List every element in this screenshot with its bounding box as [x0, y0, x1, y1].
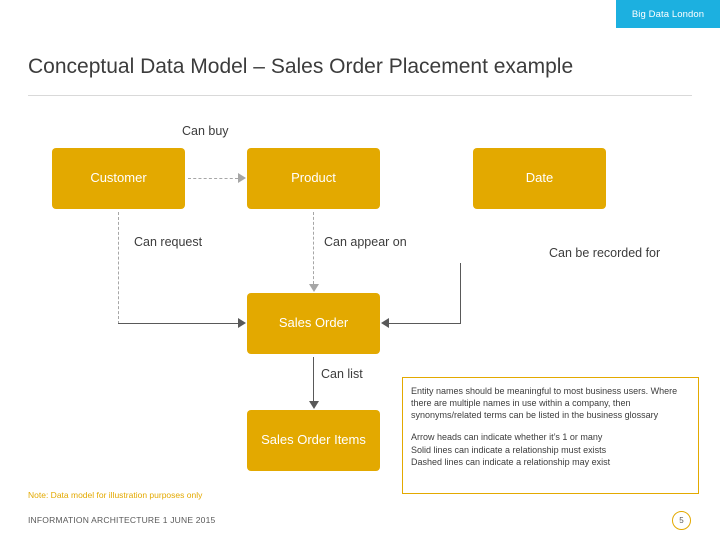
connector-customer-salesorder-horizontal — [118, 323, 238, 324]
arrowhead-customer-product — [238, 173, 246, 183]
relationship-label-can-buy: Can buy — [182, 124, 229, 138]
relationship-label-can-request: Can request — [134, 235, 203, 249]
relationship-label-can-be-recorded-for: Can be recorded for — [549, 246, 661, 260]
relationship-label-can-list: Can list — [321, 367, 363, 381]
note-line-arrowheads: Arrow heads can indicate whether it’s 1 … — [411, 432, 603, 443]
page-number-badge: 5 — [672, 511, 691, 530]
connector-salesorder-items — [313, 357, 314, 402]
note-paragraph-entity-names: Entity names should be meaningful to mos… — [411, 386, 678, 421]
footer-text: INFORMATION ARCHITECTURE 1 JUNE 2015 — [28, 515, 216, 525]
brand-tab: Big Data London — [616, 0, 720, 28]
entity-sales-order-items[interactable]: Sales Order Items — [247, 410, 380, 471]
page-title: Conceptual Data Model – Sales Order Plac… — [28, 55, 574, 78]
entity-product[interactable]: Product — [247, 148, 380, 209]
relationship-label-can-appear-on: Can appear on — [324, 235, 407, 249]
arrowhead-customer-salesorder — [238, 318, 246, 328]
footnote: Note: Data model for illustration purpos… — [28, 490, 203, 500]
entity-sales-order[interactable]: Sales Order — [247, 293, 380, 354]
note-paragraph-notation: Arrow heads can indicate whether it’s 1 … — [411, 431, 690, 467]
connector-date-salesorder-horizontal — [389, 323, 461, 324]
note-line-solid-lines: Solid lines can indicate a relationship … — [411, 444, 607, 455]
connector-customer-product — [188, 178, 238, 179]
note-box: Entity names should be meaningful to mos… — [402, 377, 699, 494]
title-divider — [28, 95, 692, 96]
connector-product-salesorder — [313, 212, 314, 284]
entity-customer[interactable]: Customer — [52, 148, 185, 209]
arrowhead-product-salesorder — [309, 284, 319, 292]
connector-customer-salesorder-vertical — [118, 212, 119, 324]
connector-date-salesorder-vertical — [460, 263, 461, 324]
arrowhead-salesorder-items — [309, 401, 319, 409]
entity-date[interactable]: Date — [473, 148, 606, 209]
arrowhead-date-salesorder — [381, 318, 389, 328]
note-line-dashed-lines: Dashed lines can indicate a relationship… — [411, 456, 611, 467]
